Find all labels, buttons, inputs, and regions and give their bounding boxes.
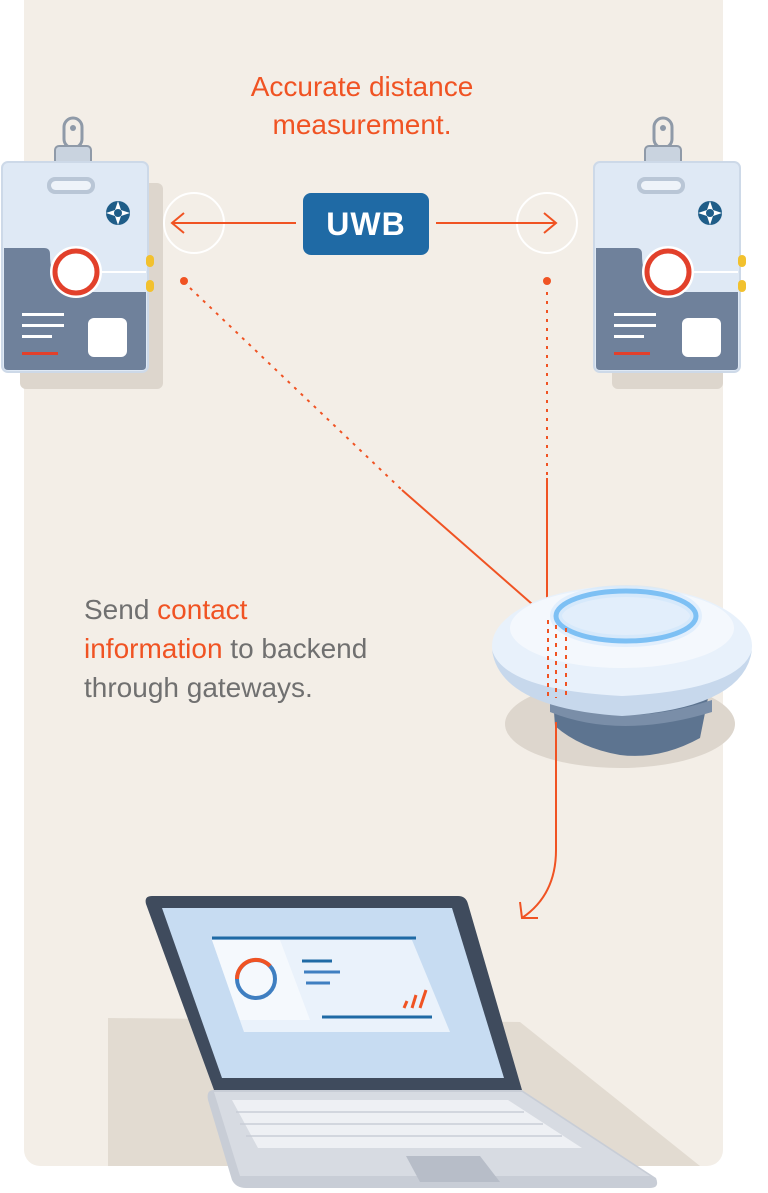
uwb-label: UWB [326, 205, 406, 242]
backend-arrow [519, 722, 557, 919]
caption-part-3: through gateways. [84, 672, 313, 703]
gateway-device-icon [492, 585, 752, 768]
caption-part-1: Send [84, 594, 158, 625]
title-line-2: measurement. [272, 109, 452, 140]
badge-left-icon [1, 116, 163, 389]
diagram-title: Accurate distance measurement. [182, 68, 542, 144]
uwb-arrows [163, 192, 578, 254]
title-line-1: Accurate distance [250, 71, 474, 102]
gateway-caption: Send contact information to backend thro… [84, 590, 464, 707]
badge-right-icon [593, 116, 746, 389]
caption-part-2: to backend [222, 633, 368, 664]
laptop-icon [108, 896, 700, 1188]
caption-highlight-1: contact [157, 594, 248, 625]
uwb-badge [303, 193, 429, 255]
caption-highlight-2: information [84, 633, 223, 664]
signal-lines [180, 277, 551, 619]
